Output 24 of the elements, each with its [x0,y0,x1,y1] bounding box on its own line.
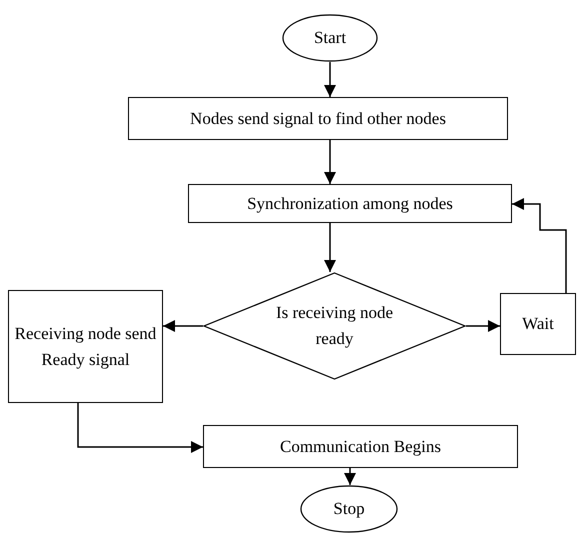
process-box [128,97,508,140]
node-label: Stop [333,498,365,520]
node-label: Start [314,27,346,49]
arrow [324,223,336,272]
arrow [163,320,203,332]
node-label: Receiving node send Ready signal [14,322,158,371]
stop-ellipse [300,485,398,533]
process-box [203,425,518,468]
arrow [466,320,500,332]
node-label: Communication Begins [280,436,442,458]
node-label: Wait [521,313,555,335]
process-box [188,184,512,223]
arrow [324,62,336,97]
node-label: Is receiving node ready [274,302,394,350]
node-label: Nodes send signal to find other nodes [190,108,446,130]
arrow [324,140,336,184]
process-box [500,293,576,355]
node-label: Synchronization among nodes [247,192,453,215]
arrow [512,198,567,293]
arrow [77,403,203,453]
start-ellipse [282,14,378,62]
process-box [8,290,163,403]
decision-diamond [203,272,466,380]
arrow [344,468,356,485]
